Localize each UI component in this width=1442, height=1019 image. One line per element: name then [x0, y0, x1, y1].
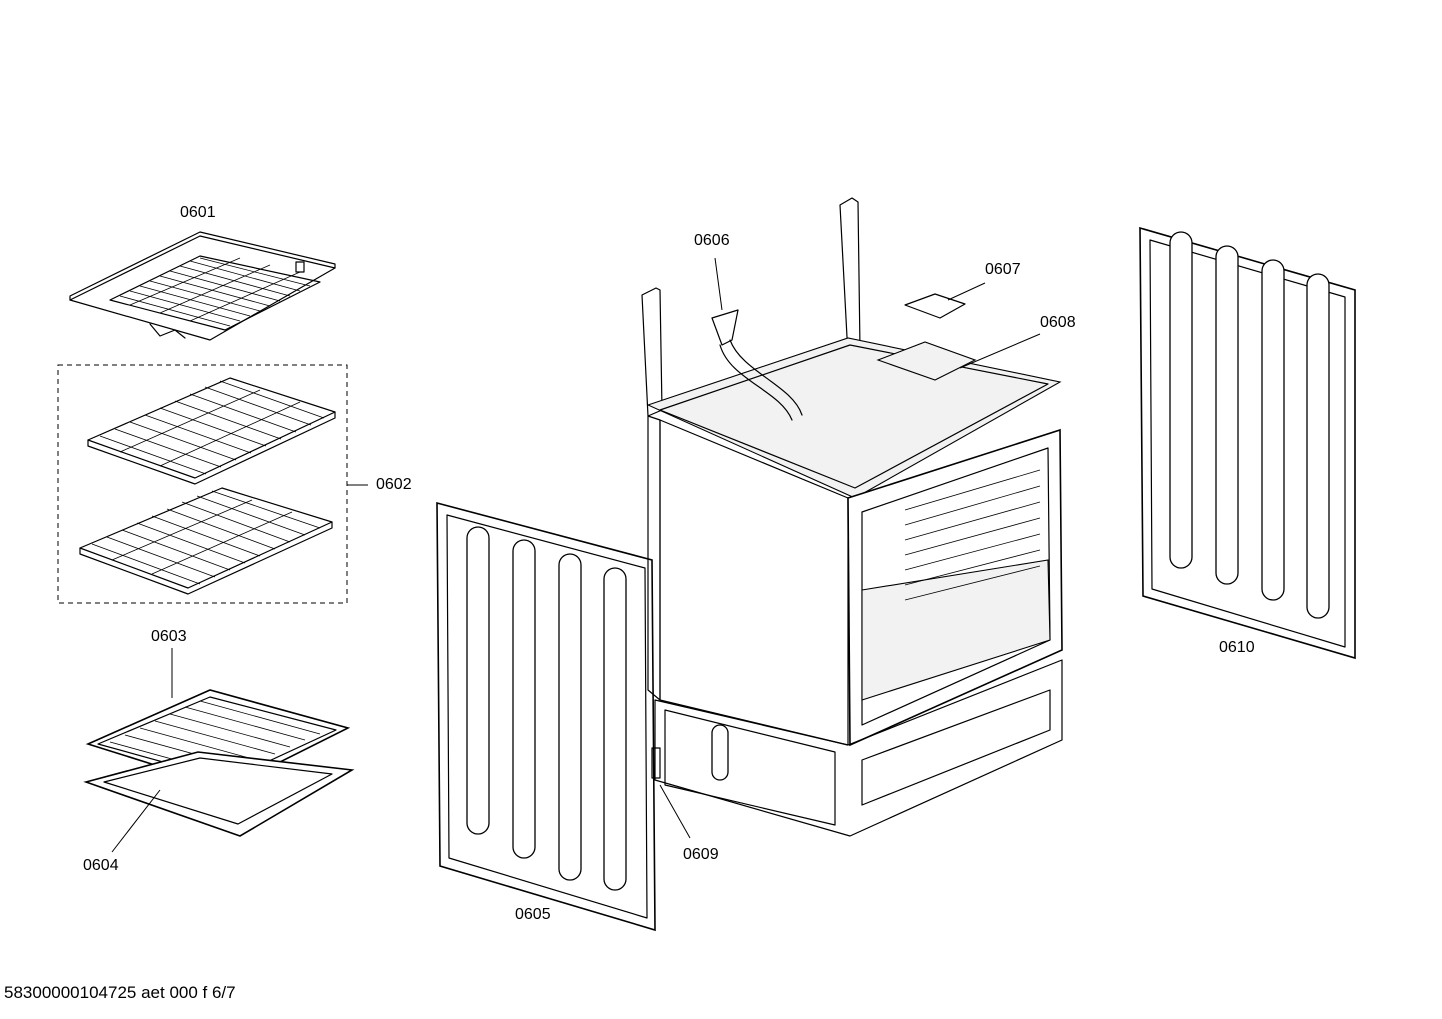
side-panel-0610 [1139, 226, 1356, 660]
part-label-0602: 0602 [376, 476, 412, 493]
wire-rack-0601 [69, 231, 336, 341]
part-label-0603: 0603 [151, 628, 187, 645]
part-label-0608: 0608 [1040, 314, 1076, 331]
part-label-0609: 0609 [683, 846, 719, 863]
part-label-0601: 0601 [180, 204, 216, 221]
drawing-reference-footer: 58300000104725 aet 000 f 6/7 [4, 983, 236, 1002]
part-label-0604: 0604 [83, 857, 119, 874]
part-label-0607: 0607 [985, 261, 1021, 278]
part-label-0605: 0605 [515, 906, 551, 923]
part-label-0610: 0610 [1219, 639, 1255, 656]
oven-body [641, 197, 1063, 837]
wire-rack-group-0602 [57, 364, 368, 604]
broil-pan-0603-0604 [83, 648, 355, 853]
clip-0609 [651, 747, 661, 779]
side-panel-0605 [436, 501, 691, 932]
part-label-0606: 0606 [694, 232, 730, 249]
